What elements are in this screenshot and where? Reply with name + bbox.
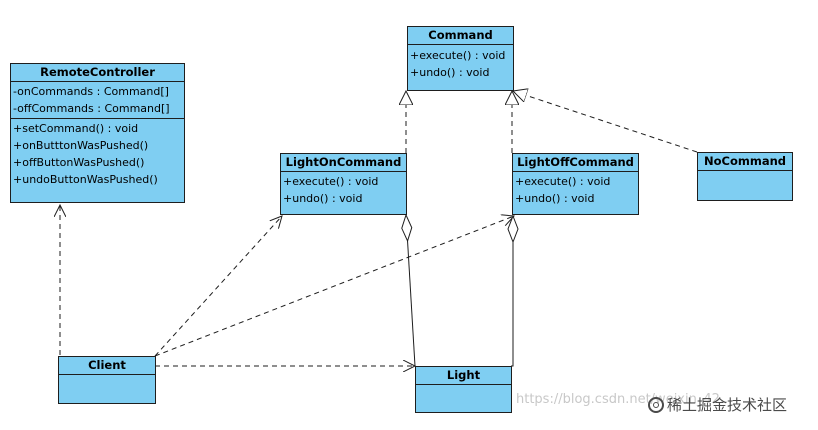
aggregation-lightoffcommand-light [511,216,513,367]
method-row: +setCommand() : void [13,122,139,135]
method-row: +execute() : void [283,175,379,188]
aggregation-lightoncommand-light [406,215,416,367]
method-row: +undo() : void [515,192,595,205]
realization-nocommand-command [513,91,698,153]
at-sign-icon [648,396,664,413]
class-lightoncommand: LightOnCommand +execute() : void +undo()… [280,153,407,215]
class-command-name: Command [408,27,513,45]
watermark-url: https://blog.csdn.net/weixin_42... [516,392,733,407]
class-lightoffcommand-methods: +execute() : void +undo() : void [513,172,638,208]
class-nocommand-name: NoCommand [698,153,792,171]
class-command: Command +execute() : void +undo() : void [407,26,514,91]
class-client: Client [58,356,156,404]
attribute-row: -onCommands : Command[] [13,85,169,98]
class-lightoncommand-name: LightOnCommand [281,154,406,172]
method-row: +execute() : void [410,49,506,62]
class-lightoncommand-methods: +execute() : void +undo() : void [281,172,406,208]
method-row: +execute() : void [515,175,611,188]
dependency-client-lightoncommand [154,216,282,357]
method-row: +undoButtonWasPushed() [13,173,158,186]
class-remotecontroller-methods: +setCommand() : void +onButttonWasPushed… [11,119,184,189]
class-light: Light [415,366,512,413]
juejin-logo: 稀土掘金技术社区 [648,394,787,415]
class-lightoffcommand: LightOffCommand +execute() : void +undo(… [512,153,639,215]
class-client-name: Client [59,357,155,375]
class-light-name: Light [416,367,511,385]
method-row: +undo() : void [410,66,490,79]
dependency-client-lightoffcommand [154,216,514,357]
class-command-methods: +execute() : void +undo() : void [408,45,513,82]
class-lightoffcommand-name: LightOffCommand [513,154,638,172]
method-row: +offButtonWasPushed() [13,156,145,169]
class-remotecontroller: RemoteController -onCommands : Command[]… [10,63,185,203]
attribute-row: -offCommands : Command[] [13,102,170,115]
logo-text: 稀土掘金技术社区 [667,396,788,414]
class-nocommand: NoCommand [697,152,793,201]
method-row: +onButttonWasPushed() [13,139,149,152]
method-row: +undo() : void [283,192,363,205]
class-remotecontroller-name: RemoteController [11,64,184,82]
class-remotecontroller-attributes: -onCommands : Command[] -offCommands : C… [11,82,184,119]
